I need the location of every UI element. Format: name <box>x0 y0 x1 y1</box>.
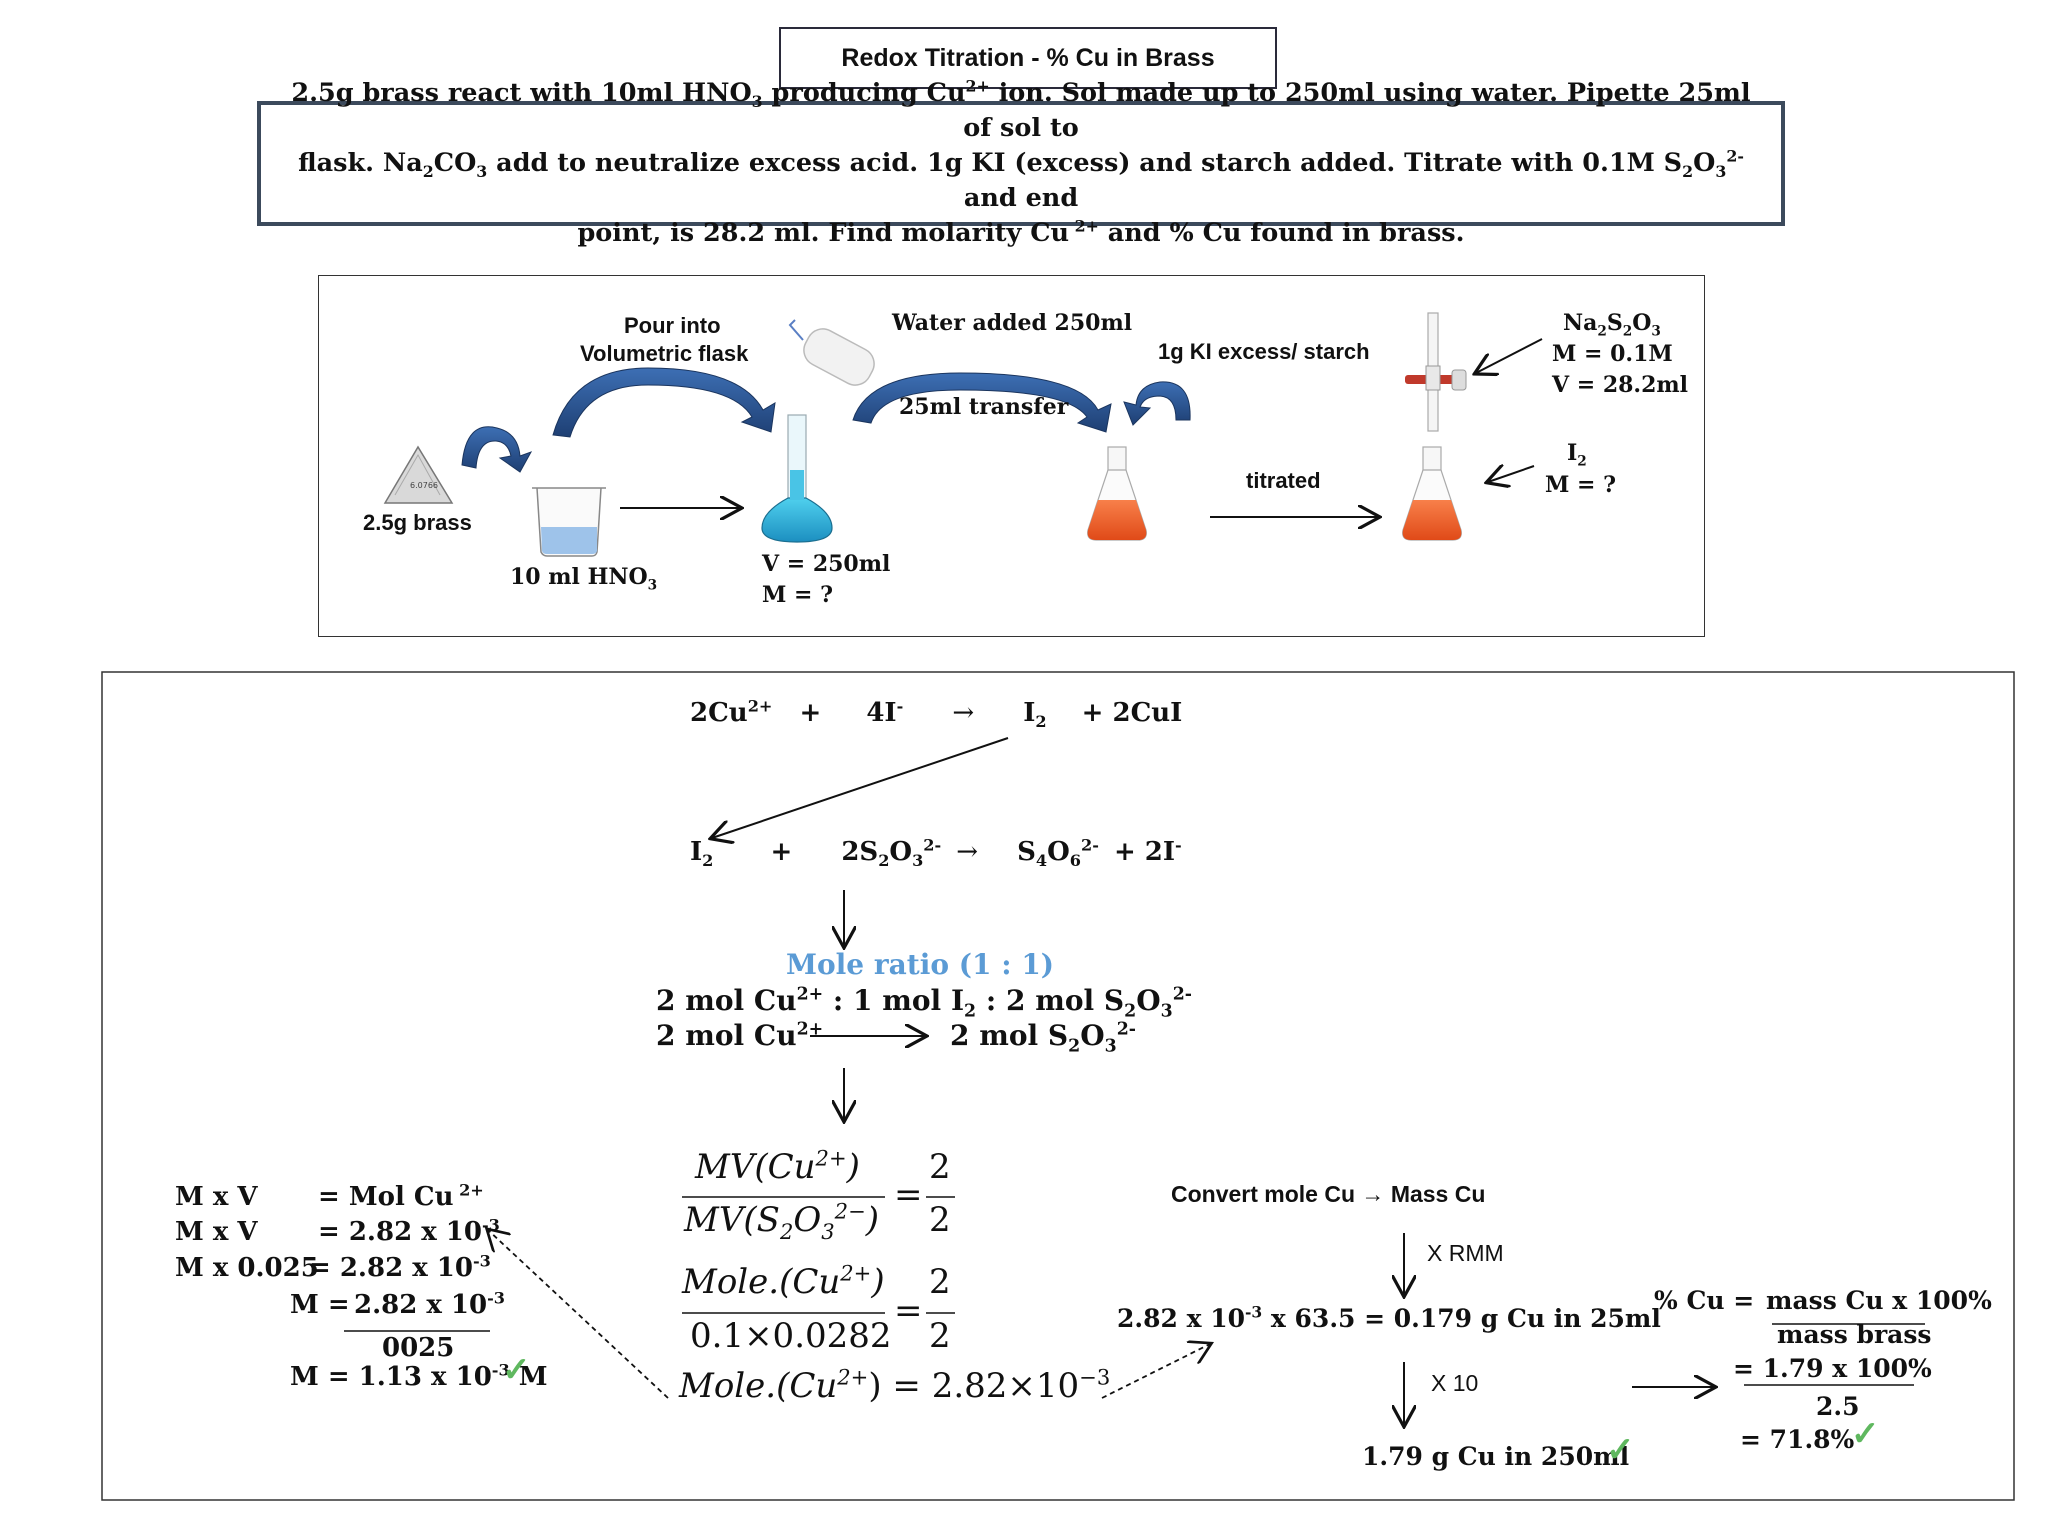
percent-result: = 71.8% <box>1740 1425 1855 1454</box>
mole-ratio-line-2-right: 2 mol S2O32- <box>950 1019 1137 1057</box>
thiosulfate-molarity: M = 0.1M <box>1552 341 1673 367</box>
check-icon: ✓ <box>1606 1430 1635 1470</box>
curved-arrow-icon <box>461 426 533 473</box>
iodine-label: I2 <box>1567 440 1587 470</box>
calculation-box <box>101 671 2015 1501</box>
curved-arrow-icon <box>852 372 1112 433</box>
pointer-arrow <box>1488 466 1535 482</box>
problem-text: 2.5g brass react with 10ml HNO3 producin… <box>291 76 1751 248</box>
percent-substitution: = 1.79 x 100% <box>1733 1354 1932 1383</box>
curved-arrow-icon <box>552 367 776 438</box>
molarity-line-2-left: M x V <box>175 1217 258 1247</box>
ratio-numerator: 2 <box>929 1147 951 1187</box>
ratio-denominator: 2 <box>929 1316 951 1356</box>
link-arrow <box>712 737 1009 838</box>
iodine-molarity: M = ? <box>1545 472 1616 498</box>
beaker-icon <box>532 487 606 557</box>
molarity-line-2-right: = 2.82 x 10-3 <box>318 1215 500 1247</box>
formula-1-numerator: MV(Cu2+) <box>695 1145 860 1187</box>
conical-flask-icon <box>1402 446 1462 541</box>
svg-text:6.0766: 6.0766 <box>410 481 438 490</box>
percent-numerator: mass Cu x 100% <box>1766 1286 1992 1315</box>
ratio-denominator: 2 <box>929 1200 951 1240</box>
hno3-label: 10 ml HNO3 <box>510 564 658 594</box>
page-title: Redox Titration - % Cu in Brass <box>779 27 1277 89</box>
molarity-line-1-right: = Mol Cu 2+ <box>318 1180 484 1212</box>
formula-2-equals: = <box>894 1291 923 1331</box>
pour-into-label: Pour into <box>624 313 721 338</box>
dashed-arrow <box>1101 1344 1210 1399</box>
brass-label: 2.5g brass <box>363 510 472 535</box>
convert-label: Convert mole Cu → Mass Cu <box>1171 1181 1486 1207</box>
brass-powder-icon: 6.0766 <box>383 445 454 504</box>
check-icon: ✓ <box>1851 1414 1880 1454</box>
volumetric-flask-label: Volumetric flask <box>580 341 749 366</box>
percent-divisor: 2.5 <box>1816 1392 1860 1421</box>
ratio-numerator: 2 <box>929 1262 951 1302</box>
problem-statement: 2.5g brass react with 10ml HNO3 producin… <box>257 78 1785 248</box>
molarity-line-3-right: = 2.82 x 10-3 <box>309 1251 491 1283</box>
formula-3: Mole.(Cu2+) = 2.82×10−3 <box>679 1364 1111 1406</box>
mass-calculation: 2.82 x 10-3 x 63.5 = 0.179 g Cu in 25ml <box>1117 1302 1661 1333</box>
thiosulfate-label: Na2S2O3 <box>1563 310 1661 340</box>
rmm-label: X RMM <box>1427 1240 1504 1266</box>
curved-arrow-icon <box>1123 381 1191 426</box>
molarity-line-5: 0025 <box>382 1333 455 1363</box>
molarity-line-4-left: M = <box>290 1290 350 1320</box>
mass-result: 1.79 g Cu in 250ml <box>1362 1442 1630 1471</box>
molarity-line-3-left: M x 0.025 <box>175 1253 319 1283</box>
wash-bottle-icon <box>788 319 875 386</box>
formula-2-denominator: 0.1×0.0282 <box>690 1316 892 1356</box>
molarity-line-4-right: 2.82 x 10-3 <box>354 1288 506 1320</box>
molarity-line-1-left: M x V <box>175 1182 258 1212</box>
percent-denominator: mass brass <box>1777 1320 1932 1349</box>
mole-ratio-line-2: 2 mol Cu2+ <box>656 1019 824 1052</box>
procedure-diagram <box>318 275 1705 637</box>
molarity-result: M = 1.13 x 10-3 M <box>290 1360 548 1392</box>
thiosulfate-volume: V = 28.2ml <box>1552 372 1689 398</box>
conical-flask-icon <box>1087 446 1147 541</box>
water-added-label: Water added 250ml <box>892 310 1133 336</box>
title-text: Redox Titration - % Cu in Brass <box>841 43 1215 72</box>
titrated-label: titrated <box>1246 468 1321 493</box>
reaction-2: I2 + 2S2O32- → S4O62- + 2I- <box>690 835 1182 871</box>
mole-ratio-line-1: 2 mol Cu2+ : 1 mol I2 : 2 mol S2O32- <box>656 984 1192 1022</box>
check-icon: ✓ <box>502 1350 531 1390</box>
transfer-label: 25ml transfer <box>899 394 1069 420</box>
volume-label: V = 250ml <box>762 551 891 577</box>
reaction-1: 2Cu2+ + 4I- → I2 + 2CuI <box>690 696 1183 732</box>
formula-2-numerator: Mole.(Cu2+) <box>682 1260 885 1302</box>
ki-starch-label: 1g KI excess/ starch <box>1158 339 1370 364</box>
mole-ratio-heading: Mole ratio (1 : 1) <box>786 948 1055 981</box>
pointer-arrow <box>1476 338 1543 373</box>
molarity-unknown-label: M = ? <box>762 582 833 608</box>
formula-1-equals: = <box>894 1175 923 1215</box>
formula-1-denominator: MV(S2O32−) <box>684 1198 879 1244</box>
times-ten-label: X 10 <box>1431 1370 1479 1396</box>
burette-icon <box>1405 312 1467 432</box>
percent-label: % Cu = <box>1654 1286 1755 1315</box>
volumetric-flask-icon <box>761 414 833 543</box>
